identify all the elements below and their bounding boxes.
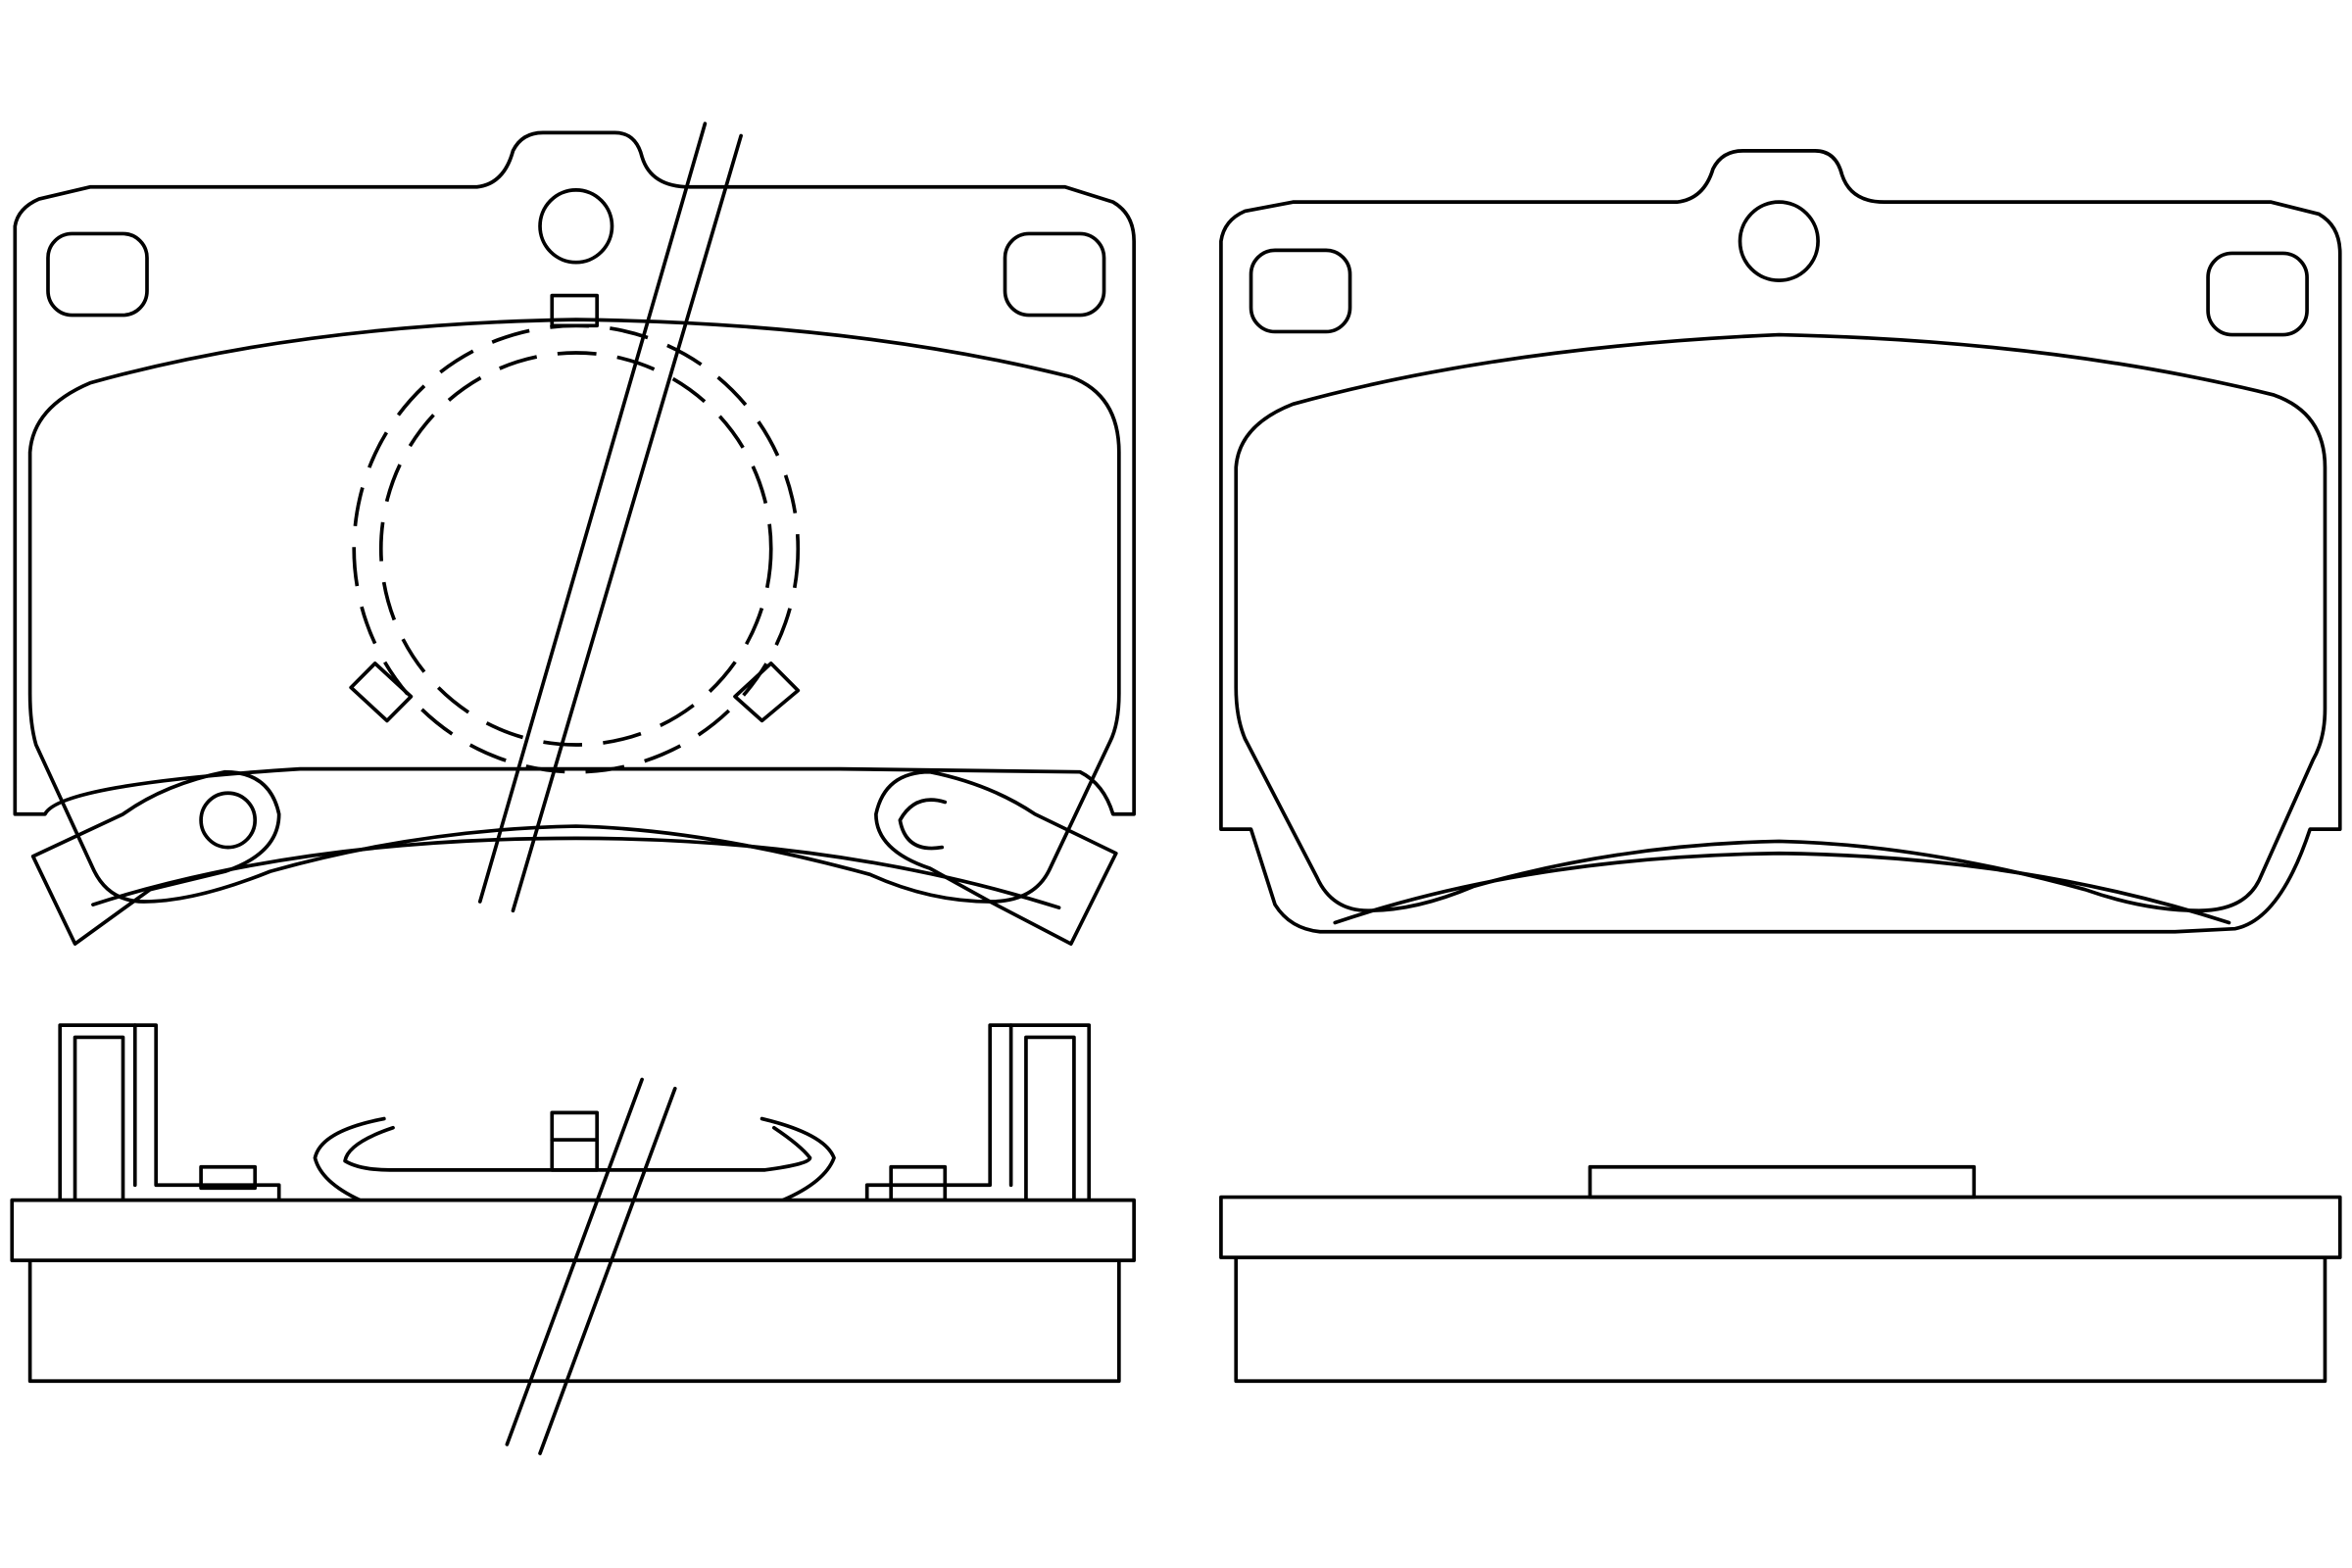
side-backing-plate-right [1219, 1195, 2342, 1259]
side-friction-block-right [1234, 1255, 2328, 1384]
side-stud-plate-right [1588, 1164, 1977, 1200]
right-pad-right-slot [2206, 251, 2309, 337]
clip-left-tab [349, 662, 414, 723]
side-wear-wire-b [538, 1086, 677, 1455]
spring-clip-inner-dashed [378, 351, 773, 747]
backing-plate-outline-left [13, 130, 1136, 816]
backing-plate-outline-right [1219, 149, 2342, 934]
right-clip-bracket-outer [864, 1023, 1092, 1202]
spring-clip-outer-dashed [352, 323, 801, 774]
lower-left-hole [199, 791, 258, 850]
pad-side-view-right [1219, 1164, 2342, 1384]
clip-top-tab [550, 293, 600, 328]
side-wear-wire-a [505, 1077, 644, 1446]
center-mounting-hole-right [1738, 200, 1820, 282]
pad-front-view-right [1219, 149, 2342, 934]
clip-right-tab [733, 662, 801, 723]
pad-front-view-left [13, 122, 1136, 946]
left-rivet [199, 1164, 258, 1191]
lower-right-hole [898, 798, 948, 851]
lower-right-ear [874, 769, 1118, 946]
friction-material-outline-left [27, 318, 1121, 904]
spring-clip-arm-right [760, 1116, 836, 1202]
wear-indicator-wire-a [477, 122, 708, 904]
left-slot-hole [46, 231, 149, 318]
pad-side-view-left [10, 1023, 1136, 1455]
spring-clip-arm-left [313, 1116, 812, 1202]
right-clip-bracket-inner [1024, 1035, 1076, 1202]
right-slot-hole [1003, 231, 1106, 318]
side-backing-plate-left [10, 1198, 1136, 1262]
lower-left-ear [30, 769, 281, 946]
center-mounting-hole-left [538, 188, 614, 265]
friction-chamfer-line-left [91, 836, 1061, 909]
wear-indicator-wire-b [511, 133, 743, 913]
right-rivet [889, 1164, 948, 1202]
friction-material-outline-right [1234, 332, 2328, 913]
left-clip-bracket-outer [58, 1023, 281, 1202]
friction-chamfer-line-right [1333, 851, 2231, 925]
right-pad-left-slot [1249, 248, 1352, 334]
left-clip-bracket-inner [73, 1035, 125, 1202]
